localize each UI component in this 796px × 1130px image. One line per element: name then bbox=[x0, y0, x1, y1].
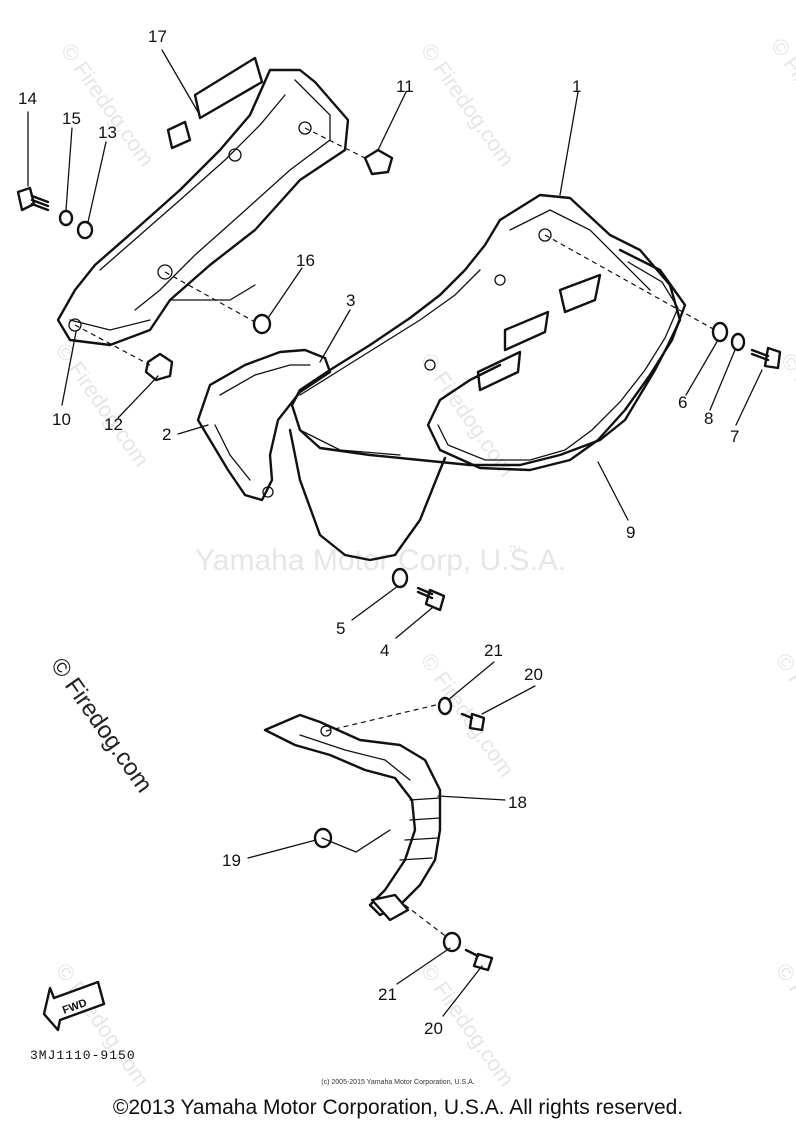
callout-13: 13 bbox=[98, 123, 117, 142]
part-18-lower-cover bbox=[263, 713, 442, 922]
callout-16: 16 bbox=[296, 251, 315, 270]
part-9-emblem bbox=[426, 248, 687, 472]
fastener-8-washer bbox=[730, 332, 746, 352]
callout-labels: 1 2 3 4 5 6 7 8 9 10 11 12 13 14 15 16 1… bbox=[18, 27, 739, 1038]
part-17-frame-bracket bbox=[56, 56, 350, 347]
watermark-tm: TM bbox=[508, 544, 521, 554]
callout-10: 10 bbox=[52, 410, 71, 429]
callout-3: 3 bbox=[346, 291, 355, 310]
fwd-arrow-icon: FWD bbox=[42, 980, 106, 1032]
callout-19: 19 bbox=[222, 851, 241, 870]
fastener-21-washer-lower bbox=[442, 931, 462, 953]
fastener-6-washer bbox=[711, 321, 729, 343]
callout-17: 17 bbox=[148, 27, 167, 46]
fastener-11-grommet bbox=[363, 148, 394, 176]
fastener-4-bolt bbox=[416, 586, 446, 612]
callout-20-lower: 20 bbox=[424, 1019, 443, 1038]
watermark-firedog: © Firedog.com bbox=[51, 959, 154, 1092]
callout-6: 6 bbox=[678, 393, 687, 412]
callout-8: 8 bbox=[704, 409, 713, 428]
watermark-firedog: © Firedog.com bbox=[771, 649, 796, 782]
callout-18: 18 bbox=[508, 793, 527, 812]
callout-21-lower: 21 bbox=[378, 985, 397, 1004]
fastener-21-washer-upper bbox=[437, 696, 453, 716]
callout-5: 5 bbox=[336, 619, 345, 638]
part-2-inner-panel bbox=[196, 348, 332, 502]
callout-20-upper: 20 bbox=[524, 665, 543, 684]
watermark-firedog-dark: © Firedog.com bbox=[45, 653, 158, 798]
watermark-firedog: © Firedog.com bbox=[771, 959, 796, 1092]
fastener-14-bolt bbox=[16, 186, 50, 212]
watermark-yamaha: Yamaha Motor Corp, U.S.A. bbox=[195, 544, 566, 577]
callout-21-upper: 21 bbox=[484, 641, 503, 660]
callout-12: 12 bbox=[104, 415, 123, 434]
callout-1: 1 bbox=[572, 77, 581, 96]
leader-lines bbox=[27, 49, 763, 1017]
fastener-12-damper bbox=[144, 352, 174, 382]
copyright-footer: ©2013 Yamaha Motor Corporation, U.S.A. A… bbox=[112, 1096, 684, 1119]
watermark-firedog: © Firedog.com bbox=[416, 649, 519, 782]
part-1-lower-body bbox=[288, 428, 447, 562]
fastener-15-washer bbox=[58, 209, 74, 227]
callout-11: 11 bbox=[396, 77, 414, 96]
fastener-20-bolt-upper bbox=[460, 712, 486, 732]
small-copyright: (c) 2005-2015 Yamaha Motor Corporation, … bbox=[321, 1079, 475, 1086]
fastener-5-washer bbox=[391, 567, 409, 589]
fastener-13-washer bbox=[76, 220, 94, 240]
callout-4: 4 bbox=[380, 641, 389, 660]
fastener-16-collar bbox=[252, 313, 272, 335]
fastener-7-bolt bbox=[750, 346, 782, 370]
callout-14: 14 bbox=[18, 89, 37, 108]
watermark-firedog: © Firedog.com bbox=[766, 34, 796, 167]
watermark-layer: © Firedog.com © Firedog.com © Firedog.co… bbox=[45, 34, 796, 1092]
watermark-firedog: © Firedog.com bbox=[56, 39, 159, 172]
callout-7: 7 bbox=[730, 427, 739, 446]
callout-9: 9 bbox=[626, 523, 635, 542]
fastener-20-bolt-lower bbox=[464, 948, 494, 972]
watermark-firedog: © Firedog.com bbox=[416, 39, 519, 172]
diagram-code: 3MJ1110-9150 bbox=[30, 1048, 136, 1063]
callout-15: 15 bbox=[62, 109, 81, 128]
callout-2: 2 bbox=[162, 425, 171, 444]
